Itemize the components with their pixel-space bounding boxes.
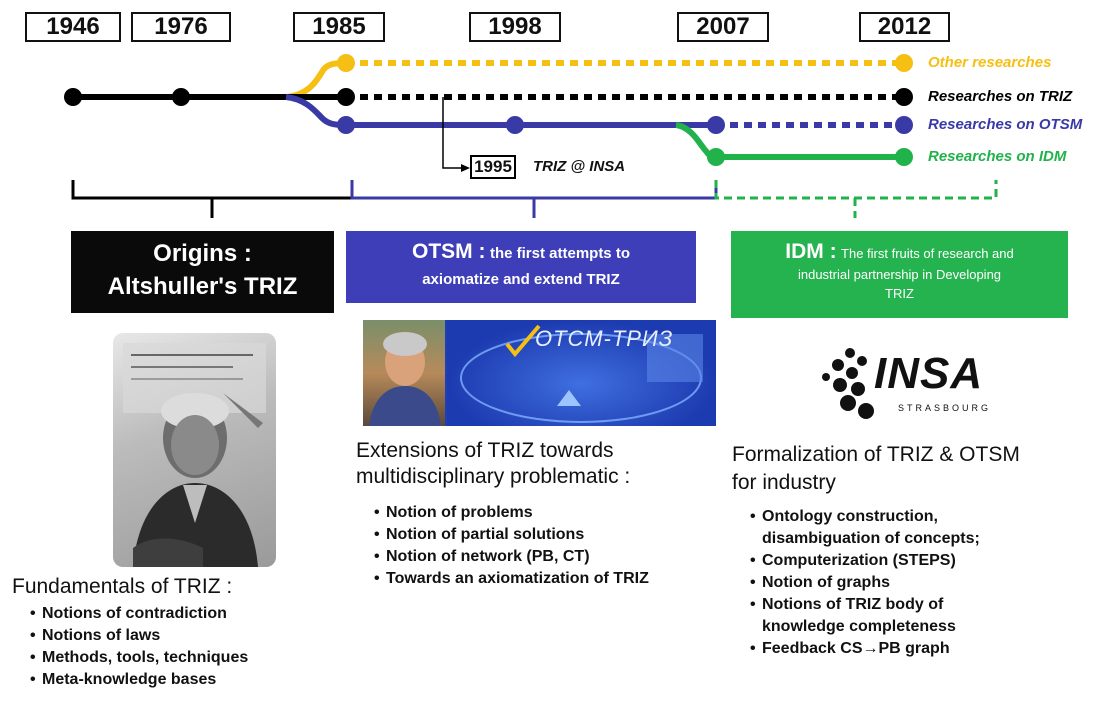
otsm-subtitle-line1: the first attempts to [489,245,630,262]
formalization-title-line2: for industry [732,471,836,494]
idm-subtitle-line3: TRIZ [885,286,914,301]
idm-node-2007 [707,148,725,166]
insa-logo-sub: STRASBOURG [898,403,992,413]
label-researches-idm: Researches on IDM [928,148,1067,165]
year-1998: 1998 [469,12,561,42]
annotation-triz-insa: TRIZ @ INSA [533,158,626,175]
other-branch-curve [285,60,347,100]
origins-title-line1: Origins : [153,240,252,267]
label-researches-triz: Researches on TRIZ [928,88,1073,105]
year-2012: 2012 [859,12,950,42]
fundamentals-title: Fundamentals of TRIZ : [12,575,233,598]
otsm-logo-text: ОТСМ-ТРИЗ [535,326,674,351]
list-item: Notions of TRIZ body of knowledge comple… [748,594,998,638]
otsm-branch-curve [285,94,347,128]
altshuller-portrait [113,333,276,567]
otsm-logo-graphic [460,324,703,423]
extensions-title-line1: Extensions of TRIZ towards [356,439,614,462]
triz-node-2012 [895,88,913,106]
origins-bracket [71,180,354,218]
list-item: Computerization (STEPS) [748,550,998,572]
idm-node-2012 [895,148,913,166]
list-item: Notions of laws [28,625,328,647]
author-illustration [369,332,441,426]
otsm-subtitle-line2: axiomatize and extend TRIZ [422,271,620,288]
extensions-list: Notion of problems Notion of partial sol… [372,502,692,590]
extensions-title-line2: multidisciplinary problematic : [356,465,631,488]
formalization-list: Ontology construction, disambiguation of… [748,506,998,660]
portrait-illustration [123,343,266,567]
triz-node-1946 [64,88,82,106]
triz-node-1985 [337,88,355,106]
otsm-node-1998 [506,116,524,134]
otsm-node-2007 [707,116,725,134]
idm-box: IDM : The first fruits of research and i… [731,231,1068,318]
otsm-title: OTSM : [412,240,486,263]
label-other-researches: Other researches [928,54,1052,71]
year-1976: 1976 [131,12,231,42]
list-item: Notion of network (PB, CT) [372,546,692,568]
list-item: Notion of partial solutions [372,524,692,546]
idm-bracket [714,180,998,218]
list-item: Meta-knowledge bases [28,669,328,691]
list-item: Notion of problems [372,502,692,524]
otsm-logo-panel: ОТСМ-ТРИЗ [447,320,716,426]
year-2007: 2007 [677,12,769,42]
list-item: Notions of contradiction [28,603,328,625]
list-item: Methods, tools, techniques [28,647,328,669]
year-1985: 1985 [293,12,385,42]
insa-dots-graphic [822,348,874,419]
otsm-node-1985 [337,116,355,134]
list-item: Towards an axiomatization of TRIZ [372,568,692,590]
triz-node-1976 [172,88,190,106]
other-node-1985 [337,54,355,72]
timeline-diagram [64,54,998,218]
idm-subtitle-line1: The first fruits of research and [841,246,1014,261]
formalization-title-line1: Formalization of TRIZ & OTSM [732,443,1020,466]
idm-subtitle-line2: industrial partnership in Developing [797,267,1002,282]
idm-title: IDM : [785,240,837,263]
label-researches-otsm: Researches on OTSM [928,116,1083,133]
annotation-arrow [442,97,462,169]
other-node-2012 [895,54,913,72]
insa-logo-text: INSA [874,349,984,398]
annotation-arrowhead [461,164,470,172]
otsm-box: OTSM : the first attempts to axiomatize … [346,231,696,303]
list-item: Feedback CS→PB graph [748,638,998,660]
insa-logo: INSA STRASBOURG [818,345,998,425]
otsm-node-2012 [895,116,913,134]
list-item: Ontology construction, disambiguation of… [748,506,998,550]
annotation-1995-year: 1995 [470,155,516,179]
otsm-triz-banner: ОТСМ-ТРИЗ [363,320,716,426]
list-item: Notion of graphs [748,572,998,594]
origins-title-line2: Altshuller's TRIZ [107,273,298,300]
otsm-bracket [350,180,718,218]
fundamentals-list: Notions of contradiction Notions of laws… [28,603,328,691]
otsm-author-photo [363,320,445,426]
origins-box: Origins : Altshuller's TRIZ [71,231,334,313]
year-1946: 1946 [25,12,121,42]
